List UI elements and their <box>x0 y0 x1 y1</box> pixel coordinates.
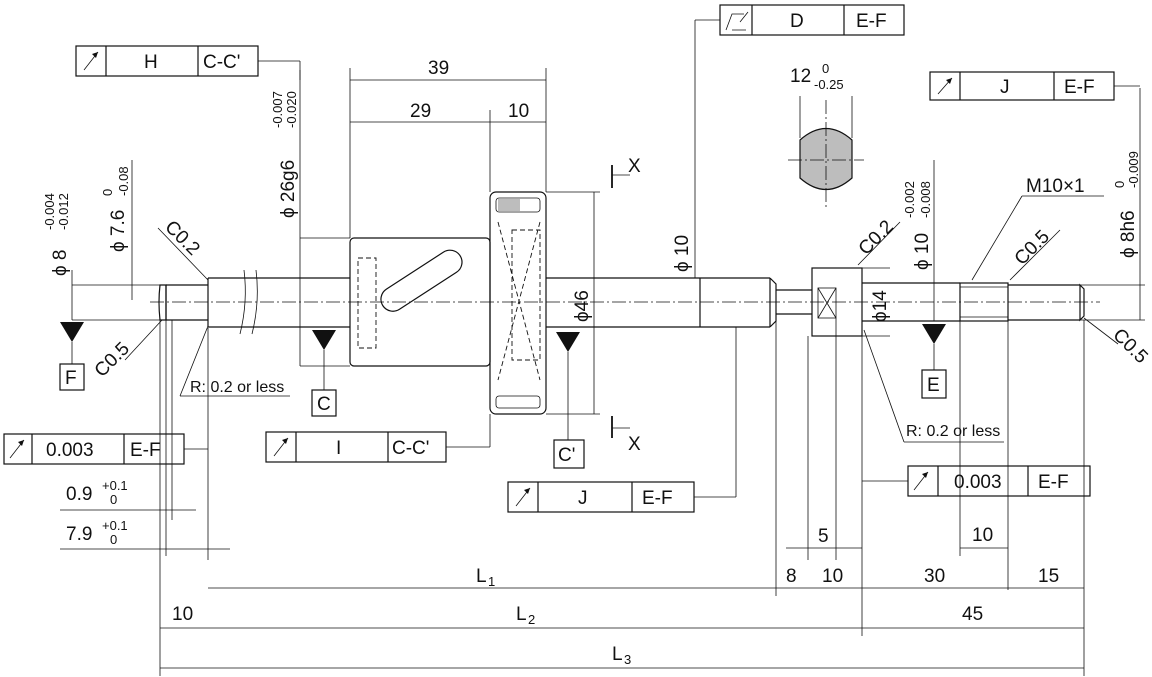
datum-c: C <box>311 330 337 417</box>
tol-h-value: H <box>144 52 158 73</box>
dim-0-9-tol-up: +0.1 <box>102 478 128 493</box>
tol-frame-i: I C-C' <box>265 414 491 463</box>
section-view: 12 0 -0.25 <box>788 61 864 210</box>
dim-L3-sub: 3 <box>624 652 631 667</box>
dim-30: 30 <box>924 566 945 587</box>
tol-j-top-value: J <box>1000 77 1010 98</box>
section-x-top-label: X <box>628 156 641 177</box>
note-r-left: R: 0.2 or less <box>190 379 284 396</box>
tol-j-mid-ref: E-F <box>642 488 673 509</box>
dim-phi26-tol-up: -0.007 <box>270 91 285 128</box>
dim-10-small: 10 <box>972 525 993 546</box>
note-c05-end: C0.5 <box>1108 325 1151 368</box>
dim-0-9-tol-low: 0 <box>110 492 117 507</box>
ball-nut <box>349 191 547 415</box>
tol-d-value: D <box>790 11 804 32</box>
dim-phi8h6-tol-up: 0 <box>1112 181 1127 188</box>
dim-15: 15 <box>1038 566 1059 587</box>
tol-i-ref: C-C' <box>392 438 429 459</box>
total-runout-icon <box>725 11 749 31</box>
dim-phi26: ϕ 26g6 <box>278 160 299 218</box>
dim-phi76: ϕ 7.6 <box>108 210 129 252</box>
note-c02-right: C0.2 <box>855 216 898 259</box>
chamfer-notes: C0.2 C0.5 C0.2 C0.5 C0.5 M10×1 R: 0.2 or… <box>91 176 1152 443</box>
datum-c-prime-label: C' <box>558 445 575 466</box>
dim-12-tol-low: -0.25 <box>814 77 844 92</box>
dim-phi10-end-tol-low: -0.008 <box>918 181 933 218</box>
dim-L1-sub: 1 <box>488 574 495 589</box>
tol-h-ref: C-C' <box>203 52 240 73</box>
dim-39: 39 <box>428 58 449 79</box>
dim-5: 5 <box>818 526 829 547</box>
datum-triangle-icon <box>556 332 580 352</box>
datum-f: F <box>59 322 85 391</box>
dim-29: 29 <box>410 101 431 122</box>
dim-phi10-end-tol-up: -0.002 <box>902 181 917 218</box>
note-r-right: R: 0.2 or less <box>906 423 1000 440</box>
dim-10-nut: 10 <box>508 101 529 122</box>
dim-phi10-shaft: ϕ 10 <box>672 235 693 272</box>
tol-runout-right-ref: E-F <box>1038 472 1069 493</box>
tol-frame-runout-left: 0.003 E-F <box>3 328 209 560</box>
dim-7-9: 7.9 <box>66 524 92 545</box>
dim-0-9: 0.9 <box>66 484 92 505</box>
key-dims: 5 10 <box>786 318 1009 590</box>
datum-c-prime: C' <box>553 332 585 469</box>
left-diameter-dims: ϕ 8 -0.004 -0.012 ϕ 7.6 0 -0.08 ϕ 26g6 -… <box>42 20 696 415</box>
note-c05-right: C0.5 <box>1011 226 1054 269</box>
tol-frame-runout-right: 0.003 E-F <box>862 465 1091 497</box>
datum-e: E <box>921 324 947 399</box>
datum-triangle-icon <box>922 324 946 344</box>
datum-c-label: C <box>317 394 331 415</box>
tol-runout-left-ref: E-F <box>130 440 161 461</box>
datum-f-label: F <box>65 368 77 389</box>
dim-phi8-tol-up: -0.004 <box>42 193 57 230</box>
right-diameter-dims: ϕ14 ϕ 10 -0.002 -0.008 ϕ 8h6 0 -0.009 <box>862 88 1145 337</box>
tol-runout-right-value: 0.003 <box>954 472 1002 493</box>
dim-phi8h6-tol-low: -0.009 <box>1126 151 1141 188</box>
tol-i-value: I <box>336 438 341 459</box>
dim-phi26-tol-low: -0.020 <box>284 91 299 128</box>
dim-10-left: 10 <box>172 604 193 625</box>
dim-phi10-end: ϕ 10 <box>912 233 933 270</box>
tol-frame-h: H C-C' <box>75 45 301 80</box>
dim-phi76-tol-up: 0 <box>100 189 115 196</box>
datum-triangle-icon <box>312 330 336 350</box>
datum-e-label: E <box>927 375 940 396</box>
dim-phi8: ϕ 8 <box>50 250 71 277</box>
dim-10-b: 10 <box>822 566 843 587</box>
dim-12-tol-up: 0 <box>822 61 829 76</box>
tol-frame-d: D E-F <box>695 4 905 36</box>
dim-45: 45 <box>962 604 983 625</box>
tol-runout-left-value: 0.003 <box>46 440 94 461</box>
tol-frame-j-top: J E-F <box>929 71 1140 101</box>
dim-12: 12 <box>790 66 811 87</box>
length-dims: L 1 8 10 30 15 10 L 2 45 L 3 <box>160 320 1085 676</box>
nut-length-dims: 39 29 10 <box>349 58 547 238</box>
datum-triangle-icon <box>60 322 84 342</box>
note-m10: M10×1 <box>1026 176 1085 197</box>
dim-7-9-tol-low: 0 <box>110 532 117 547</box>
tol-frame-j-mid: J E-F <box>507 327 737 513</box>
section-x-marker: X X <box>611 156 641 455</box>
dim-L2: L <box>516 604 527 625</box>
note-c05-left: C0.5 <box>91 338 134 381</box>
dim-phi46: ϕ46 <box>572 290 593 322</box>
dim-L1: L <box>476 566 487 587</box>
dim-L2-sub: 2 <box>528 612 535 627</box>
tol-j-mid-value: J <box>578 488 588 509</box>
groove-dims: 0.9 +0.1 0 7.9 +0.1 0 <box>60 320 230 676</box>
dim-phi14: ϕ14 <box>870 290 891 322</box>
dim-L3: L <box>612 644 623 665</box>
dim-8: 8 <box>786 566 797 587</box>
tol-j-top-ref: E-F <box>1064 77 1095 98</box>
tol-d-ref: E-F <box>856 11 887 32</box>
dim-phi8-tol-low: -0.012 <box>56 193 71 230</box>
section-x-bottom-label: X <box>628 434 641 455</box>
shaft-outline <box>158 267 1085 337</box>
dim-phi8h6: ϕ 8h6 <box>1118 210 1139 258</box>
dim-7-9-tol-up: +0.1 <box>102 518 128 533</box>
dim-phi76-tol-low: -0.08 <box>116 166 131 196</box>
